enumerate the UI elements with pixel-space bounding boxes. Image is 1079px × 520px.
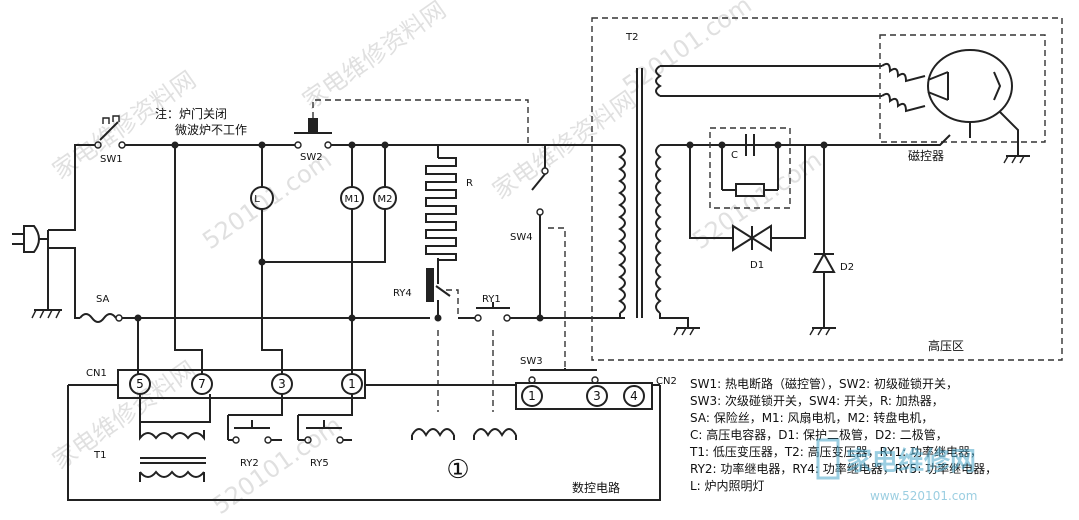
magnetron — [879, 34, 1046, 164]
cn2-pin: 1 — [528, 389, 536, 403]
note-line1: 注：炉门关闭 — [155, 106, 227, 121]
oven-lamp — [250, 145, 274, 262]
transformer-t2-primary — [545, 144, 626, 319]
label-sw2: SW2 — [300, 152, 323, 163]
heater-r — [425, 145, 457, 268]
label-t2: T2 — [625, 32, 638, 43]
label-ry4: RY4 — [393, 288, 412, 299]
main-neutral-line — [68, 247, 625, 323]
label-d1: D1 — [750, 260, 764, 271]
label-sa: SA — [96, 294, 110, 305]
protection-diode-d1 — [689, 145, 806, 252]
diode-d2 — [809, 145, 836, 336]
fan-motor-m1 — [340, 145, 364, 318]
transformer-t1 — [139, 394, 211, 482]
legend-line: C: 高压电容器，D1: 保护二极管，D2: 二极管， — [690, 427, 948, 442]
relay-ry5 — [297, 394, 353, 444]
legend-line: T1: 低压变压器，T2: 高压变压器，RY1: 功率继电器， — [689, 444, 982, 459]
power-plug — [12, 225, 68, 253]
turntable-motor-m2 — [262, 145, 397, 263]
legend-line: SA: 保险丝，M1: 风扇电机，M2: 转盘电机， — [690, 410, 933, 425]
relay-coils — [411, 428, 517, 440]
label-d2: D2 — [840, 262, 854, 273]
relay-ry1 — [474, 302, 511, 322]
cn2-pin: 3 — [593, 389, 601, 403]
label-control-circuit: 数控电路 — [572, 480, 620, 495]
legend-line: L: 炉内照明灯 — [690, 479, 765, 493]
label-ry5: RY5 — [310, 458, 329, 469]
switch-sw3 — [528, 368, 599, 384]
site-logo: 家电维修网 www.520101.com — [816, 438, 977, 503]
hv-zone-box — [591, 17, 1063, 361]
transformer-t2-filament — [655, 65, 882, 97]
logo-text: 家电维修网 — [846, 446, 976, 477]
cn1-pin: 3 — [278, 377, 286, 391]
label-c: C — [731, 150, 738, 161]
label-r: R — [466, 178, 473, 189]
label-t1: T1 — [93, 450, 106, 461]
label-sw3: SW3 — [520, 356, 543, 367]
cn2-pin: 4 — [630, 389, 638, 403]
connector-cn2 — [515, 382, 653, 410]
label-l: L — [254, 194, 260, 205]
switch-sw4 — [531, 167, 566, 368]
note-line2: 微波炉不工作 — [175, 123, 247, 137]
label-m2: M2 — [378, 194, 393, 205]
label-magnetron: 磁控器 — [908, 148, 944, 163]
legend-line: SW1: 热电断路（磁控管），SW2: 初级碰锁开关， — [690, 376, 958, 391]
cn1-pin: 1 — [348, 377, 356, 391]
cn1-pin: 7 — [198, 377, 206, 391]
logo-url: www.520101.com — [870, 489, 977, 503]
legend-line: SW3: 次级碰锁开关，SW4: 开关，R: 加热器， — [690, 393, 944, 408]
label-ry1: RY1 — [482, 294, 501, 305]
hv-capacitor-c — [709, 127, 791, 209]
label-ry2: RY2 — [240, 458, 259, 469]
label-sw4: SW4 — [510, 232, 533, 243]
cn1-pin: 5 — [136, 377, 144, 391]
ground-symbol-left — [31, 248, 62, 319]
label-cn2: CN2 — [656, 376, 677, 387]
control-board-box — [67, 384, 661, 501]
label-cn1: CN1 — [86, 368, 107, 379]
legend: SW1: 热电断路（磁控管），SW2: 初级碰锁开关， SW3: 次级碰锁开关，… — [689, 376, 997, 493]
transformer-t2-secondary — [655, 144, 920, 336]
watermark: 520101.com — [617, 0, 756, 100]
relay-ry4 — [426, 268, 459, 318]
label-sw1: SW1 — [100, 154, 123, 165]
legend-line: RY2: 功率继电器，RY4: 功率继电器，RY5: 功率继电器， — [690, 461, 997, 476]
relay-ry2 — [227, 394, 283, 444]
label-circle-one: ① — [446, 455, 469, 485]
label-hv-zone: 高压区 — [928, 338, 964, 353]
label-m1: M1 — [345, 194, 360, 205]
watermark: 家电维修资料网 — [297, 0, 451, 115]
